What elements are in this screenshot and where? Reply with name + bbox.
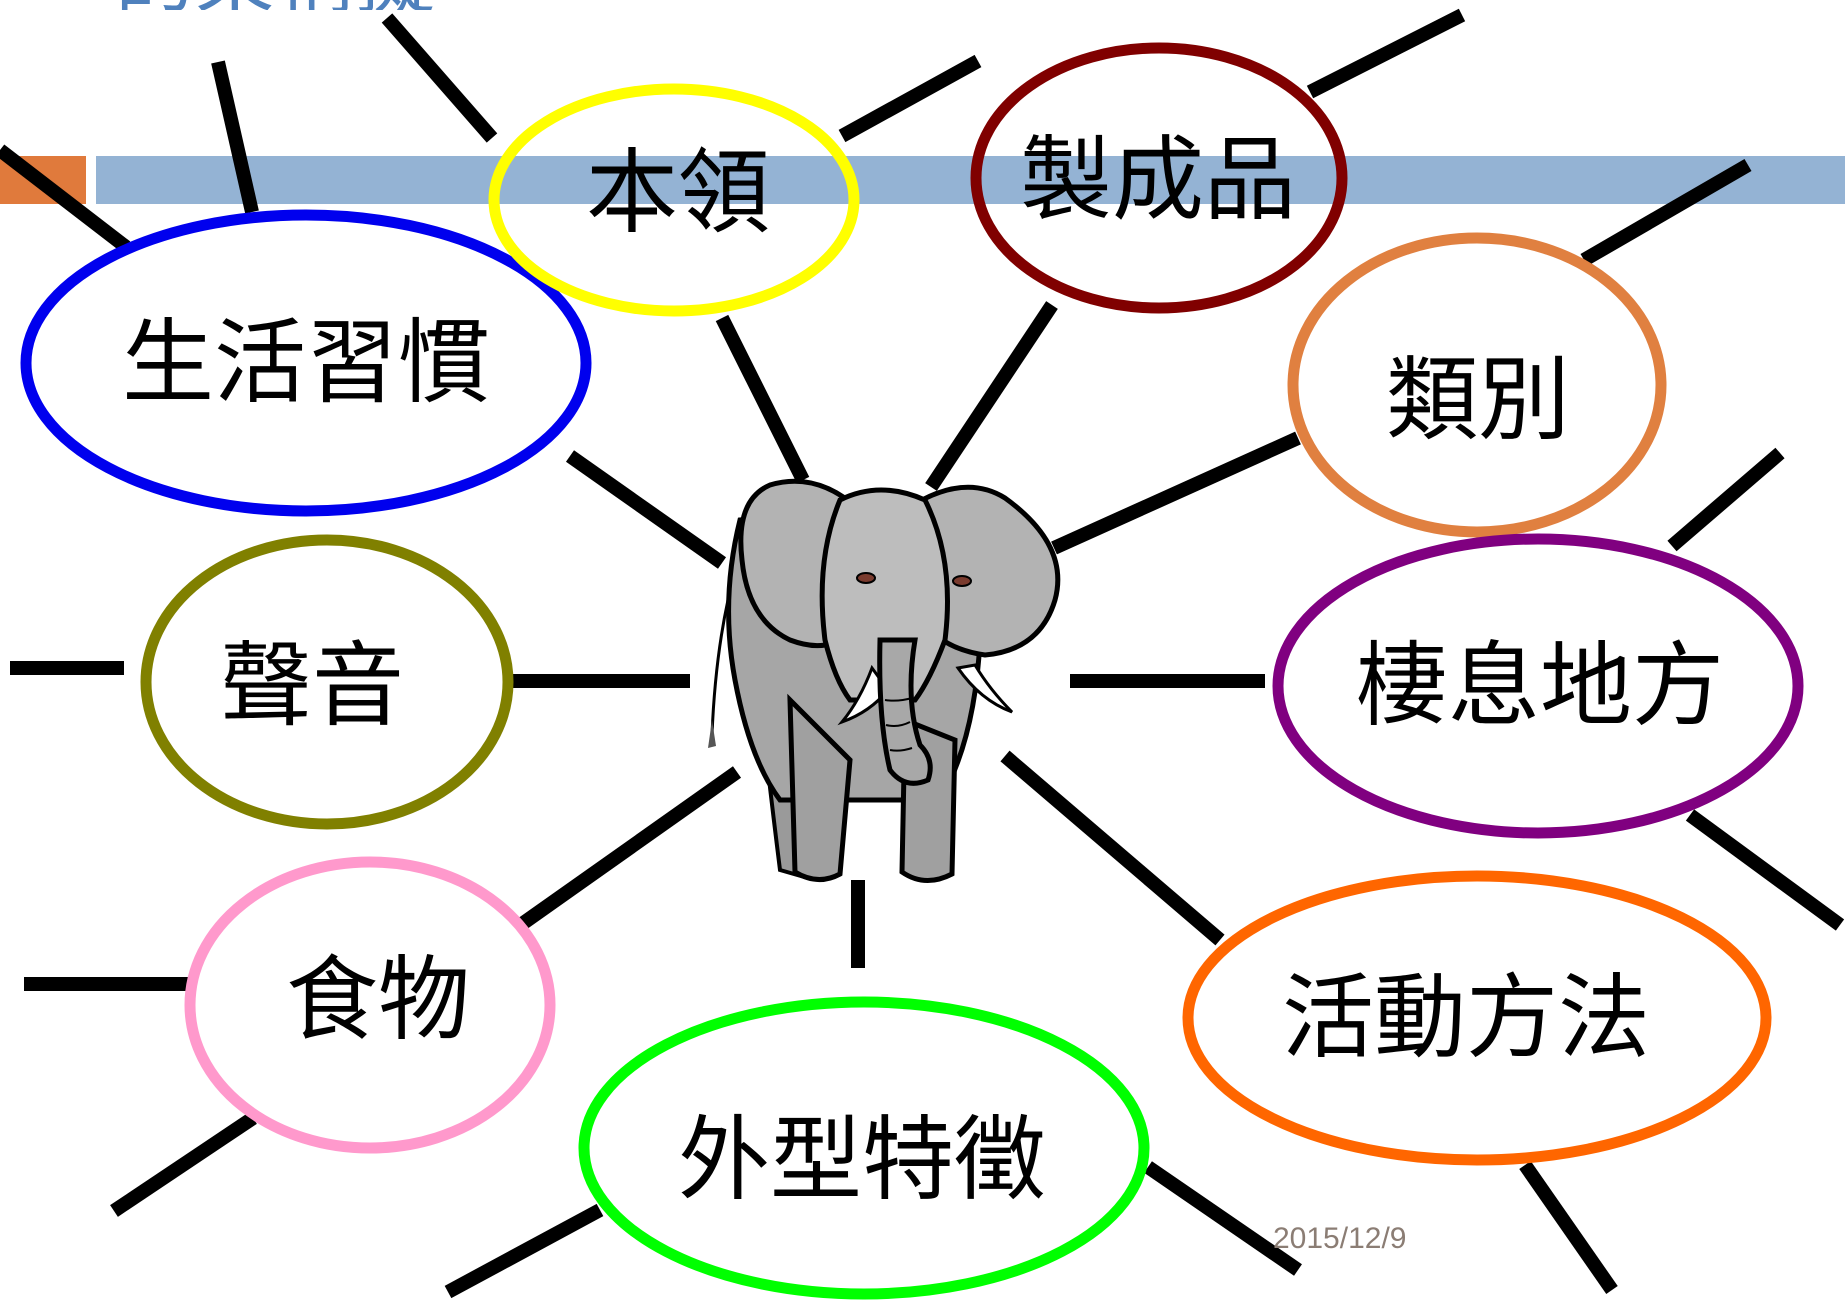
node-ellipses [20, 42, 1804, 1300]
node-products-ellipse [970, 42, 1348, 314]
spoke-center-habits [565, 450, 727, 569]
spoke-products-out [1306, 8, 1466, 99]
node-label-category: 類別 [1386, 347, 1570, 454]
spoke-skills-out-1 [381, 13, 498, 143]
spoke-habits-out-1 [211, 60, 259, 214]
header-bar [96, 156, 1845, 204]
node-appearance-ellipse [578, 996, 1150, 1300]
node-label-products: 製成品 [1020, 127, 1296, 234]
spoke-appearance-out-2 [1144, 1161, 1302, 1276]
node-label-sound: 聲音 [220, 633, 404, 740]
spoke-category-out [1580, 158, 1752, 267]
node-label-food: 食物 [286, 947, 470, 1054]
spoke-habitat-out-1 [1667, 447, 1785, 552]
elephant-icon [708, 478, 1061, 883]
spoke-center-category [1051, 431, 1301, 555]
node-label-skills: 本領 [586, 140, 770, 247]
node-food-ellipse [184, 856, 556, 1154]
node-category-ellipse [1287, 232, 1667, 538]
spoke-food-out-2 [110, 1112, 257, 1217]
node-movement-ellipse [1182, 870, 1772, 1166]
spoke-center-skills [715, 314, 810, 484]
spoke-skills-out-2 [838, 54, 982, 143]
spoke-habits-out-2 [0, 144, 131, 253]
node-sound-ellipse [140, 534, 514, 830]
spokes [0, 8, 1845, 1299]
node-label-movement: 活動方法 [1282, 965, 1650, 1072]
node-skills-ellipse [488, 83, 860, 317]
spoke-appearance-out-1 [444, 1203, 604, 1299]
node-habits-ellipse [20, 209, 592, 517]
node-label-appearance: 外型特徵 [678, 1107, 1046, 1214]
spoke-habitat-out-2 [1685, 809, 1845, 931]
node-labels: 生活習慣 本領 製成品 類別 棲息地方 聲音 食物 外型特徵 活動方法 [122, 127, 1724, 1214]
node-label-habitat: 棲息地方 [1356, 633, 1724, 740]
footer-date: 2015/12/9 [1273, 1222, 1406, 1255]
spoke-center-products [925, 301, 1058, 491]
node-habitat-ellipse [1272, 533, 1804, 839]
slide-title: 的架構擬 [115, 0, 435, 23]
spoke-center-movement [1000, 750, 1225, 946]
spoke-movement-out [1519, 1161, 1618, 1294]
spoke-center-food [517, 766, 742, 930]
node-label-habits: 生活習慣 [122, 310, 490, 417]
